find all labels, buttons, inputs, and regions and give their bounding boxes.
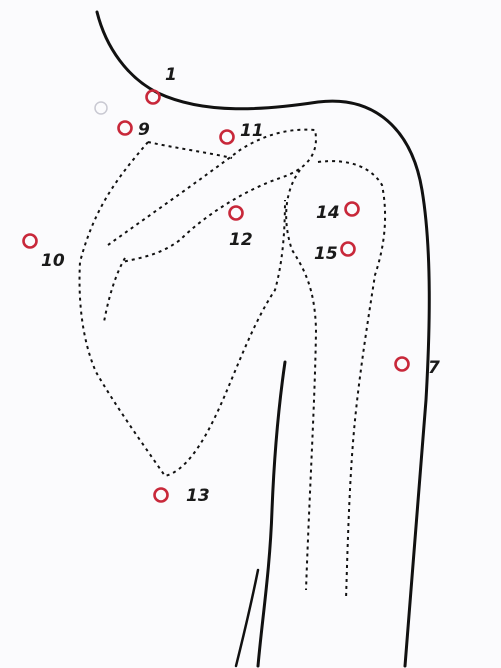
acupoint-13: 13: [155, 486, 210, 506]
acupoint-marker: [24, 235, 37, 248]
acupoint-label: 1: [165, 65, 177, 85]
acupoint-marker: [155, 489, 168, 502]
acupoint-marker: [221, 131, 234, 144]
scapula-inner-line: [104, 258, 125, 322]
acupoint-label: 15: [314, 244, 338, 264]
acupoint-marker: [119, 122, 132, 135]
acupoint-label: 7: [428, 358, 440, 378]
body-outline-shoulder: [97, 12, 429, 666]
acupoint-15: 15: [314, 243, 355, 265]
acupoint-marker: [396, 358, 409, 371]
acupoint-label: 12: [229, 230, 253, 250]
acupoint-14: 14: [316, 203, 359, 224]
scapular-spine: [108, 130, 316, 262]
acupoint-label: 13: [186, 486, 210, 506]
acupoint-marker: [346, 203, 359, 216]
body-outline-crease: [236, 570, 258, 666]
acupoint-11: 11: [221, 121, 264, 144]
acupoint-marker: [230, 207, 243, 220]
acupoint-marker: [342, 243, 355, 256]
acupoint-12: 12: [229, 207, 253, 251]
acupoint-7: 7: [396, 358, 441, 379]
acupoint-marker: [147, 91, 160, 104]
acupoint-10: 10: [24, 235, 65, 272]
acupoint-label: 14: [316, 203, 340, 223]
humerus-inner-outline: [286, 170, 316, 590]
faint-point-marker: [95, 102, 107, 114]
humerus-outline: [318, 161, 385, 600]
acupoint-label: 9: [138, 120, 150, 140]
acupoint-label: 10: [41, 251, 65, 271]
acupoint-9: 9: [119, 120, 151, 140]
acupoint-label: 11: [240, 121, 264, 141]
scapula-top-edge: [148, 142, 232, 158]
body-outline-inner-arm: [258, 362, 285, 666]
